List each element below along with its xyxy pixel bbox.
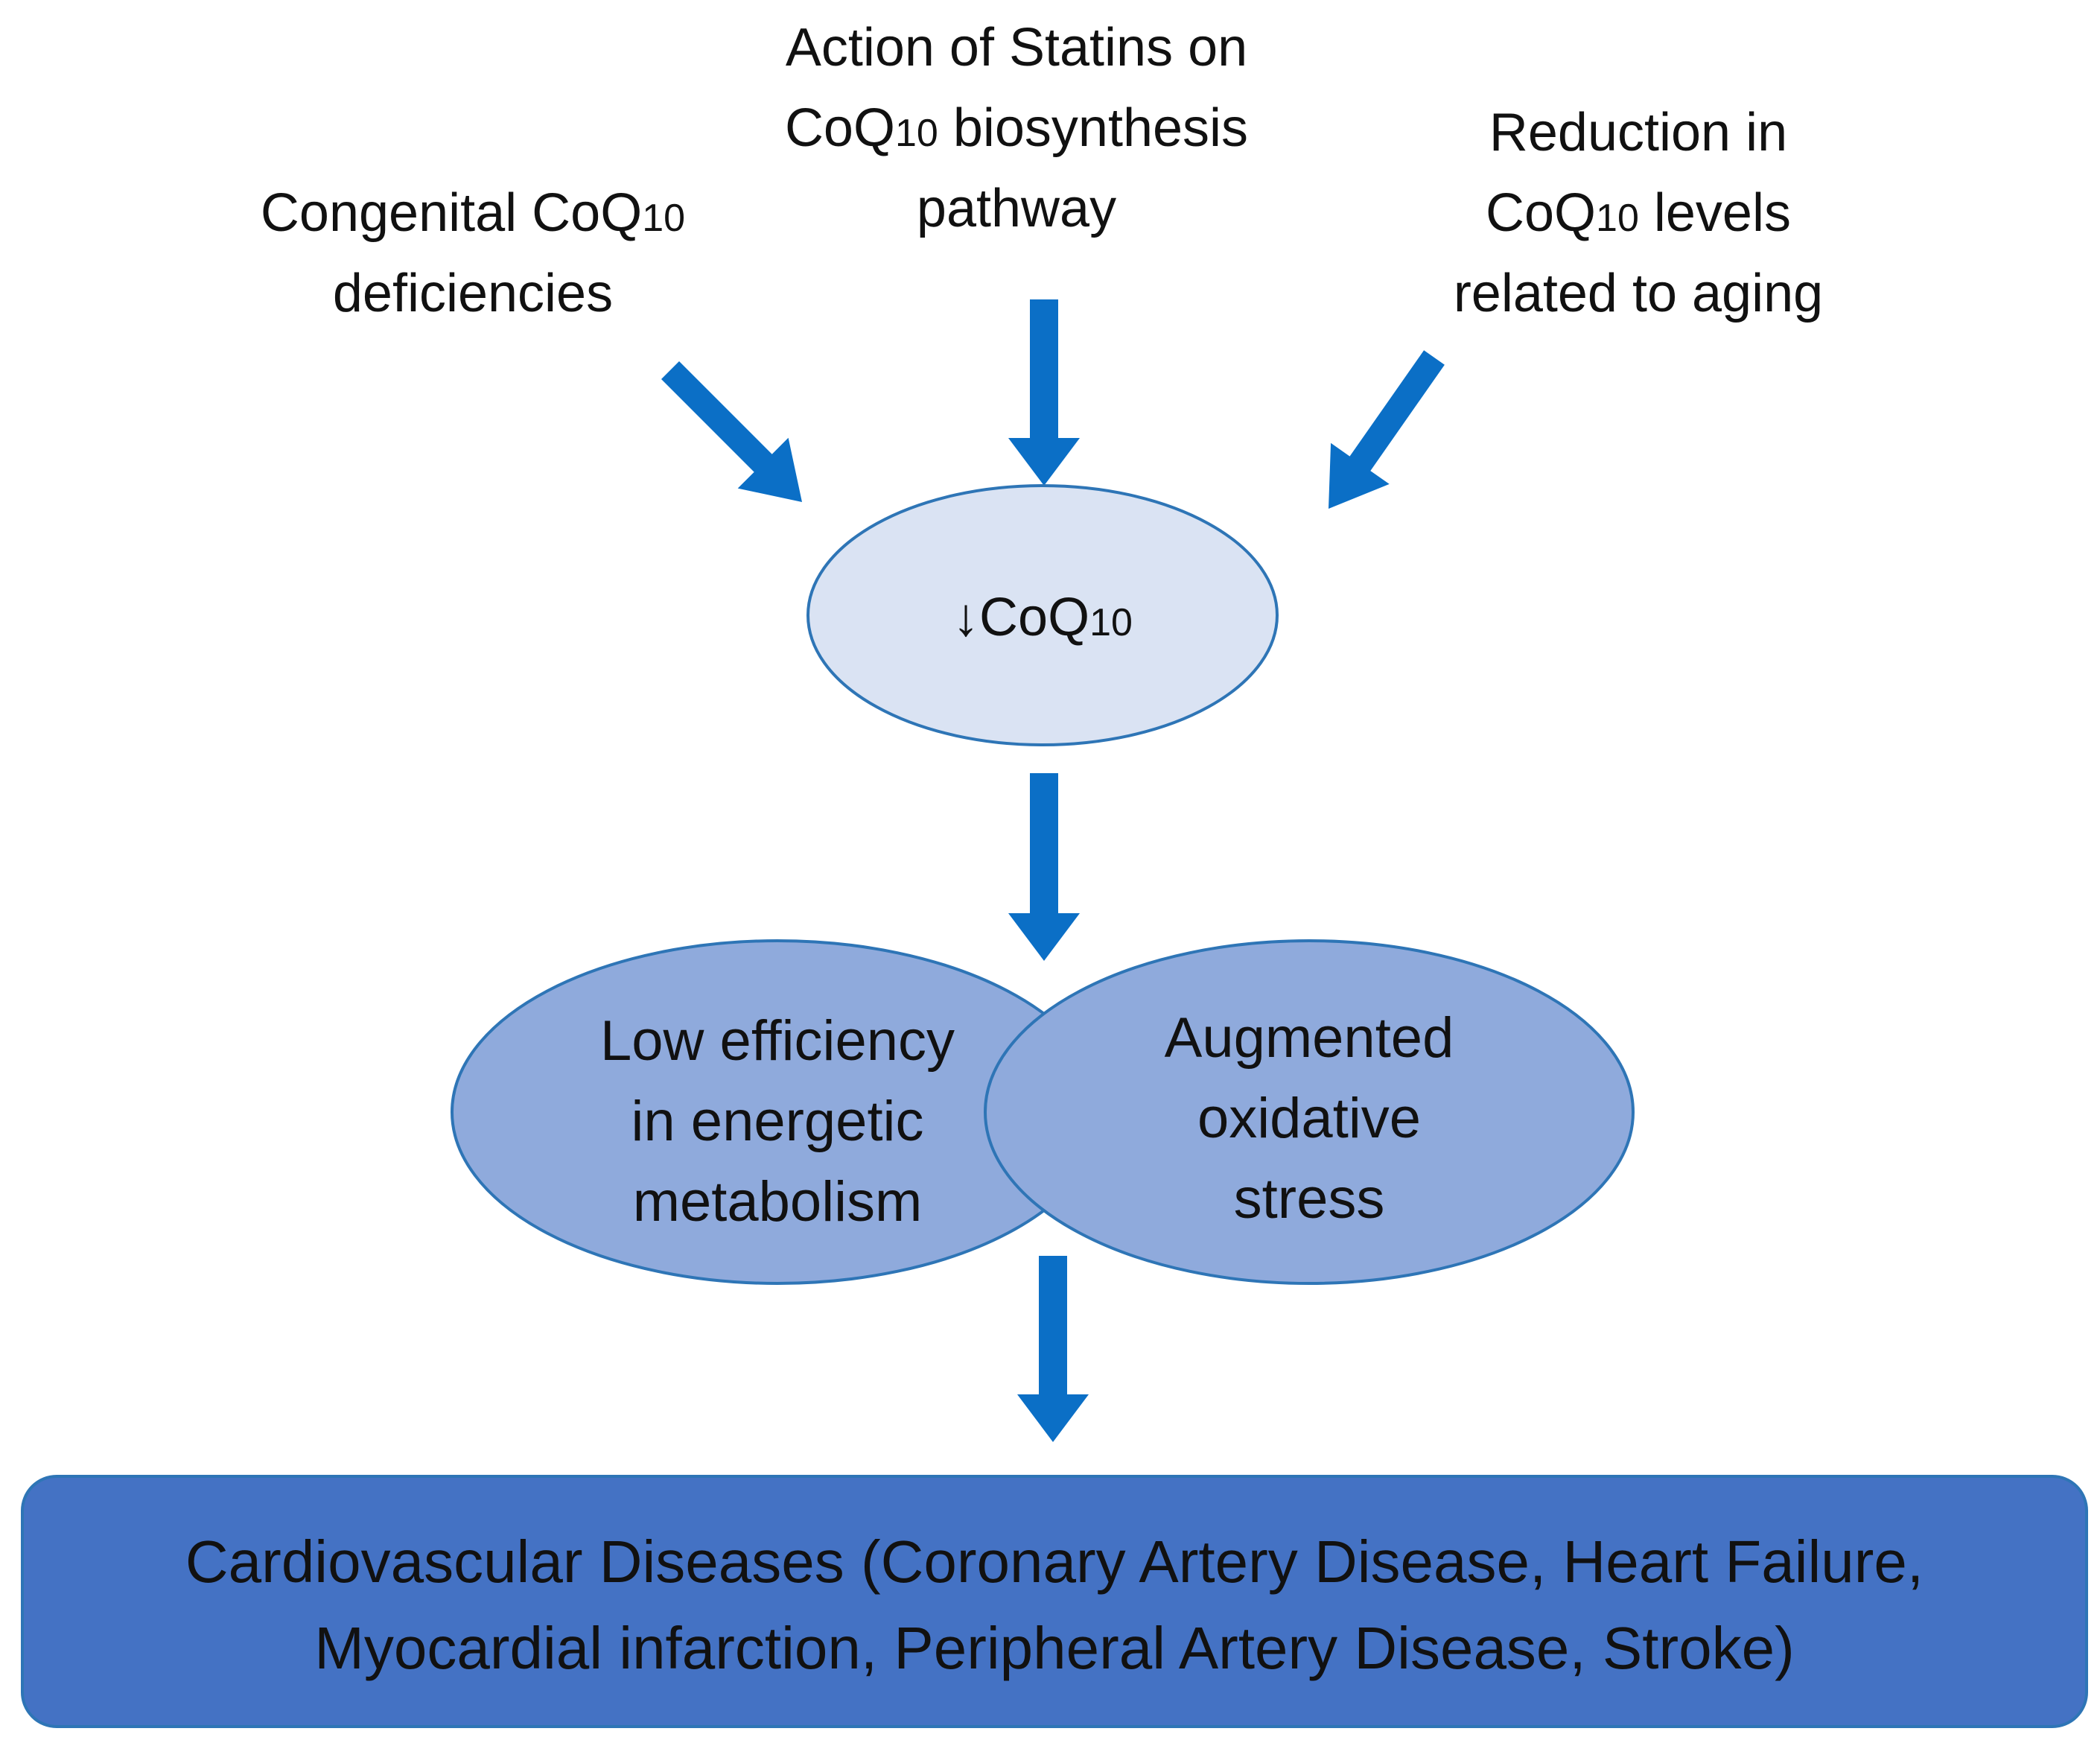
cause-statins-line2: CoQ10 biosynthesis — [785, 98, 1248, 158]
effect-energetic-line1: Low efficiency — [600, 1009, 955, 1073]
effect-oxidative-line1: Augmented — [1165, 1006, 1454, 1070]
arrow-down-icon-central — [1008, 773, 1080, 961]
effect-oxidative-ellipse — [984, 939, 1635, 1285]
effect-oxidative-line2: oxidative — [1197, 1087, 1421, 1150]
down-arrow-icon: ↓ — [952, 588, 979, 647]
arrow-down-icon-congenital — [661, 361, 802, 502]
cause-aging-line2: CoQ10 levels — [1486, 183, 1791, 243]
cause-statins-line3: pathway — [917, 179, 1116, 238]
arrow-down-icon-effects — [1017, 1256, 1089, 1442]
arrow-down-icon-aging — [1329, 350, 1445, 509]
effect-oxidative — [984, 939, 1635, 1285]
arrow-down-icon-statins — [1008, 299, 1080, 486]
central-node: ↓CoQ10 — [806, 484, 1279, 746]
central-label: ↓CoQ10 — [952, 588, 1133, 647]
cause-aging-line1: Reduction in — [1489, 103, 1787, 162]
cause-congenital-line1: Congenital CoQ10 — [261, 183, 685, 243]
cause-aging-line3: related to aging — [1454, 264, 1823, 323]
central-ellipse — [806, 484, 1279, 746]
outcome-line1: Cardiovascular Diseases (Coronary Artery… — [185, 1528, 1924, 1595]
outcome-line2: Myocardial infarction, Peripheral Artery… — [314, 1615, 1794, 1681]
cause-congenital-line2: deficiencies — [333, 264, 613, 323]
cause-statins: Action of Statins on CoQ10 biosynthesis … — [785, 18, 1248, 238]
cause-aging: Reduction in CoQ10 levels related to agi… — [1454, 103, 1823, 323]
effect-oxidative-line3: stress — [1234, 1167, 1385, 1231]
outcome-rect — [21, 1475, 2088, 1728]
arrows-layer — [661, 299, 1445, 1442]
effect-energetic-line2: in energetic — [631, 1090, 924, 1153]
outcome-box: Cardiovascular Diseases (Coronary Artery… — [21, 1475, 2088, 1728]
cause-congenital: Congenital CoQ10 deficiencies — [261, 183, 685, 323]
cause-statins-line1: Action of Statins on — [786, 18, 1247, 77]
effect-energetic-line3: metabolism — [633, 1170, 923, 1233]
